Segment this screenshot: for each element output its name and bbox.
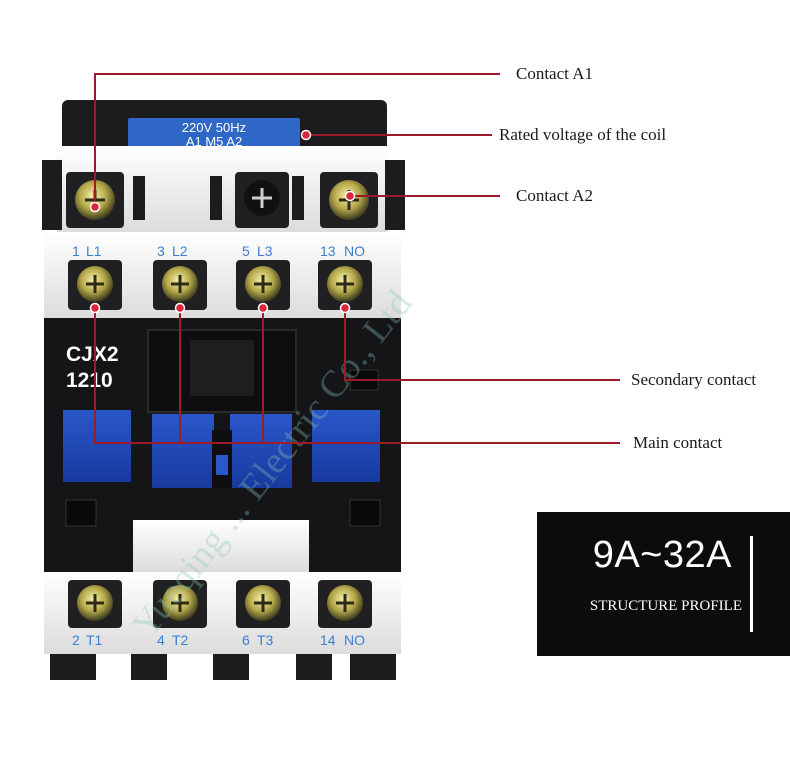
structure-profile-box: 9A~32A STRUCTURE PROFILE (537, 512, 790, 656)
terminal-label-1: 1 (72, 243, 80, 259)
screw-t3 (236, 580, 290, 628)
blue-contact-4 (312, 410, 380, 482)
callout-dots (89, 129, 356, 314)
label-contact-a2: Contact A2 (516, 186, 593, 205)
terminal-sub-t3: T3 (257, 632, 274, 648)
terminal-label-3: 3 (157, 243, 165, 259)
callout-dot-main-l2 (174, 302, 186, 314)
screw-t2 (153, 580, 207, 628)
terminal-sub-no-top: NO (344, 243, 365, 259)
coil-rating-plate (128, 118, 300, 148)
terminal-label-13: 13 (320, 243, 336, 259)
model-line-1: CJX2 (66, 343, 119, 366)
screw-l1 (68, 260, 122, 310)
terminal-sub-l3: L3 (257, 243, 273, 259)
callout-lines (94, 73, 620, 444)
blue-contact-1 (63, 410, 131, 482)
terminal-label-14: 14 (320, 632, 336, 648)
current-range: 9A~32A (592, 534, 732, 576)
terminal-label-5: 5 (242, 243, 250, 259)
callout-dot-rated-voltage (300, 129, 312, 141)
callout-dot-a1 (89, 201, 101, 213)
callout-dot-main-l3 (257, 302, 269, 314)
plunger (133, 520, 309, 572)
screw-l2 (153, 260, 207, 310)
callout-dot-main-l1 (89, 302, 101, 314)
terminal-label-4: 4 (157, 632, 165, 648)
terminal-label-6: 6 (242, 632, 250, 648)
terminal-sub-l2: L2 (172, 243, 188, 259)
blue-contact-2 (152, 414, 214, 488)
terminal-sub-no-bottom: NO (344, 632, 365, 648)
callout-dot-secondary (339, 302, 351, 314)
coil-rating-line-1: 220V 50Hz (182, 120, 246, 135)
callout-line-main-contact (94, 308, 620, 444)
terminal-label-2: 2 (72, 632, 80, 648)
screw-t1 (68, 580, 122, 628)
terminal-sub-t1: T1 (86, 632, 103, 648)
label-main-contact: Main contact (633, 433, 723, 452)
callout-line-contact-a1 (94, 73, 500, 207)
model-line-2: 1210 (66, 369, 113, 392)
screw-13-no (318, 260, 372, 310)
terminal-sub-t2: T2 (172, 632, 189, 648)
coil-rating-line-2: A1 M5 A2 (186, 134, 242, 149)
structure-profile-caption: STRUCTURE PROFILE (589, 598, 742, 614)
coil-center-screw (235, 172, 289, 228)
callout-dot-a2 (344, 190, 356, 202)
label-contact-a1: Contact A1 (516, 64, 593, 83)
screw-l3 (236, 260, 290, 310)
callout-line-secondary-contact (344, 308, 620, 381)
label-rated-voltage: Rated voltage of the coil (499, 125, 667, 144)
screw-14-no (318, 580, 372, 628)
profile-divider (750, 536, 753, 632)
label-secondary-contact: Secondary contact (631, 370, 757, 389)
blue-contact-3 (230, 414, 292, 488)
terminal-sub-l1: L1 (86, 243, 102, 259)
